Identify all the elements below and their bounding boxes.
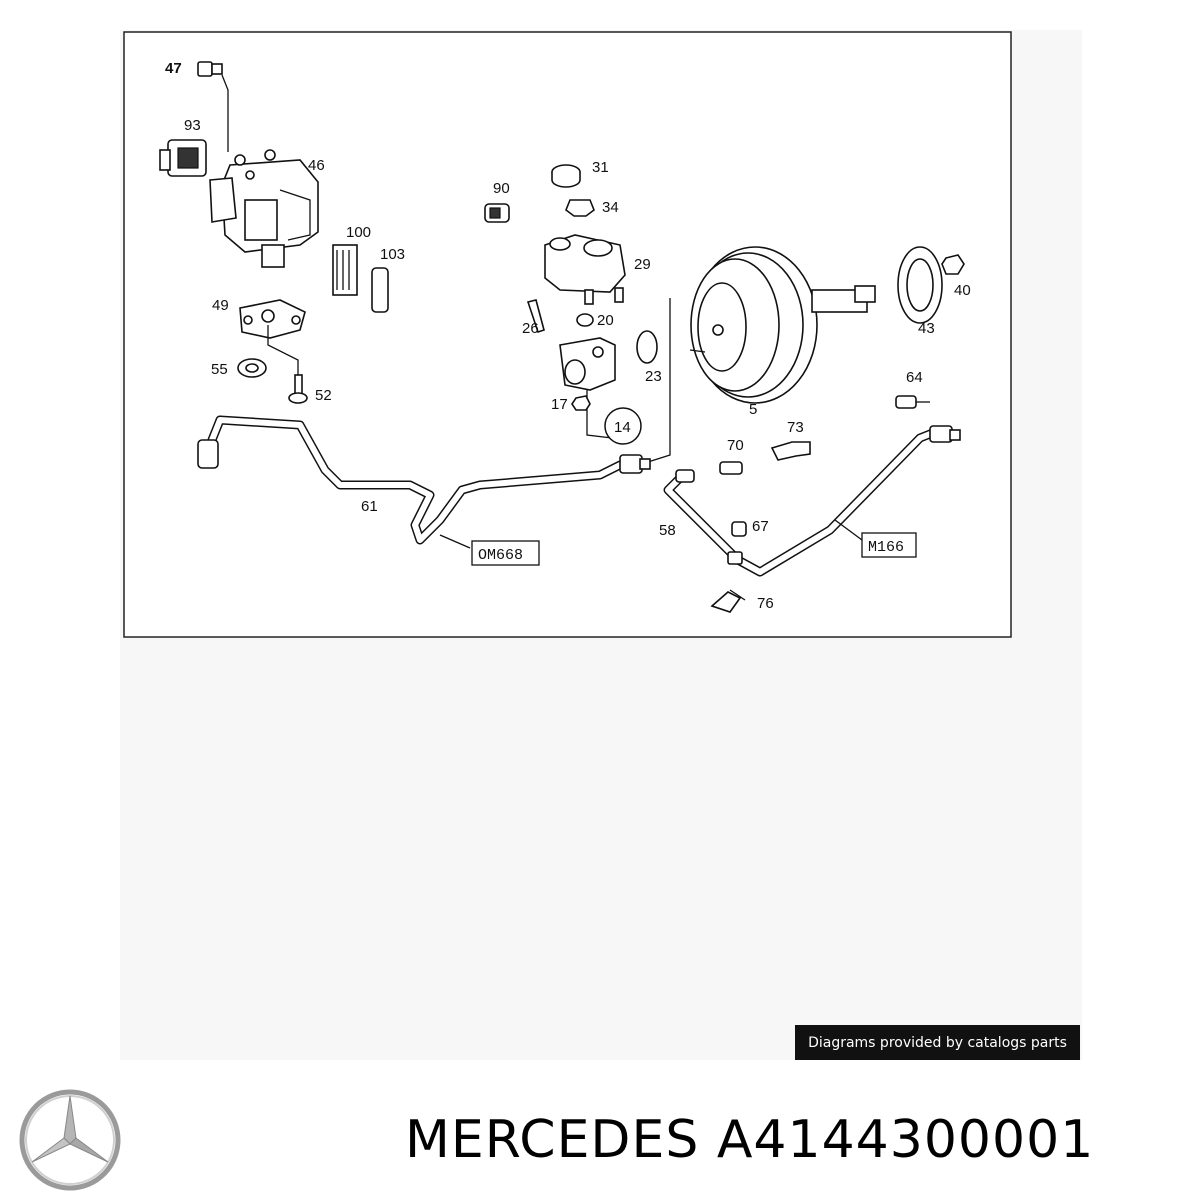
- callout-90: 90: [493, 180, 510, 197]
- hose-sleeve: [731, 521, 747, 537]
- vacuum-hose-om668: [197, 415, 651, 549]
- seal-grommet: [576, 313, 594, 327]
- clamp: [484, 203, 510, 223]
- booster-gasket: [897, 246, 943, 324]
- callout-55: 55: [211, 361, 228, 378]
- abs-hydraulic-unit: [209, 149, 319, 268]
- brake-booster: [689, 246, 876, 404]
- hose-connector-straight: [719, 461, 743, 475]
- electrical-connector: [159, 139, 207, 177]
- mounting-bracket: [239, 299, 306, 378]
- callout-103: 103: [380, 246, 405, 263]
- check-valve: [895, 395, 930, 409]
- callout-23: 23: [645, 368, 662, 385]
- hose-connector-elbow: [770, 441, 811, 461]
- callout-26: 26: [522, 320, 539, 337]
- callout-49: 49: [212, 297, 229, 314]
- sealing-ring: [636, 330, 658, 364]
- brake-fluid-reservoir: [544, 234, 626, 305]
- callout-34: 34: [602, 199, 619, 216]
- hose-clip: [710, 589, 746, 613]
- vacuum-hose-m166: [663, 425, 961, 577]
- callout-64: 64: [906, 369, 923, 386]
- callout-40: 40: [954, 282, 971, 299]
- callout-29: 29: [634, 256, 651, 273]
- booster-nut: [941, 254, 965, 275]
- callout-93: 93: [184, 117, 201, 134]
- leader-line: [647, 298, 671, 463]
- callout-58: 58: [659, 522, 676, 539]
- callout-17: 17: [551, 396, 568, 413]
- callout-67: 67: [752, 518, 769, 535]
- callout-47: 47: [165, 60, 182, 77]
- assembly-marker: [604, 407, 642, 445]
- engine-label-m166: M166: [868, 539, 904, 556]
- callout-100: 100: [346, 224, 371, 241]
- master-cylinder: [559, 337, 616, 439]
- pressure-sensor: [197, 61, 229, 152]
- callout-61: 61: [361, 498, 378, 515]
- engine-label-box-om668: [471, 540, 540, 566]
- grommet: [237, 358, 267, 378]
- credit-banner: Diagrams provided by catalogs parts: [795, 1025, 1080, 1060]
- callout-73: 73: [787, 419, 804, 436]
- bleeder-screw: [526, 299, 545, 334]
- callout-31: 31: [592, 159, 609, 176]
- sleeve: [371, 267, 389, 313]
- reservoir-cap: [551, 164, 581, 188]
- nut: [571, 395, 591, 411]
- callout-46: 46: [308, 157, 325, 174]
- engine-label-om668: OM668: [478, 547, 523, 564]
- callout-76: 76: [757, 595, 774, 612]
- callout-70: 70: [727, 437, 744, 454]
- callout-52: 52: [315, 387, 332, 404]
- bolt: [288, 374, 308, 404]
- strainer: [565, 199, 595, 217]
- callout-14: 14: [614, 419, 631, 436]
- callout-43: 43: [918, 320, 935, 337]
- engine-label-box-m166: [861, 532, 917, 558]
- callout-20: 20: [597, 312, 614, 329]
- callout-5: 5: [749, 401, 757, 418]
- mercedes-star-icon: [19, 1089, 121, 1191]
- parts-diagram: 47 93 46 100 103 49 55 52 90 31 34 29 26…: [123, 31, 1012, 638]
- page-title: MERCEDES A4144300001: [405, 1110, 1095, 1170]
- relay: [332, 244, 358, 296]
